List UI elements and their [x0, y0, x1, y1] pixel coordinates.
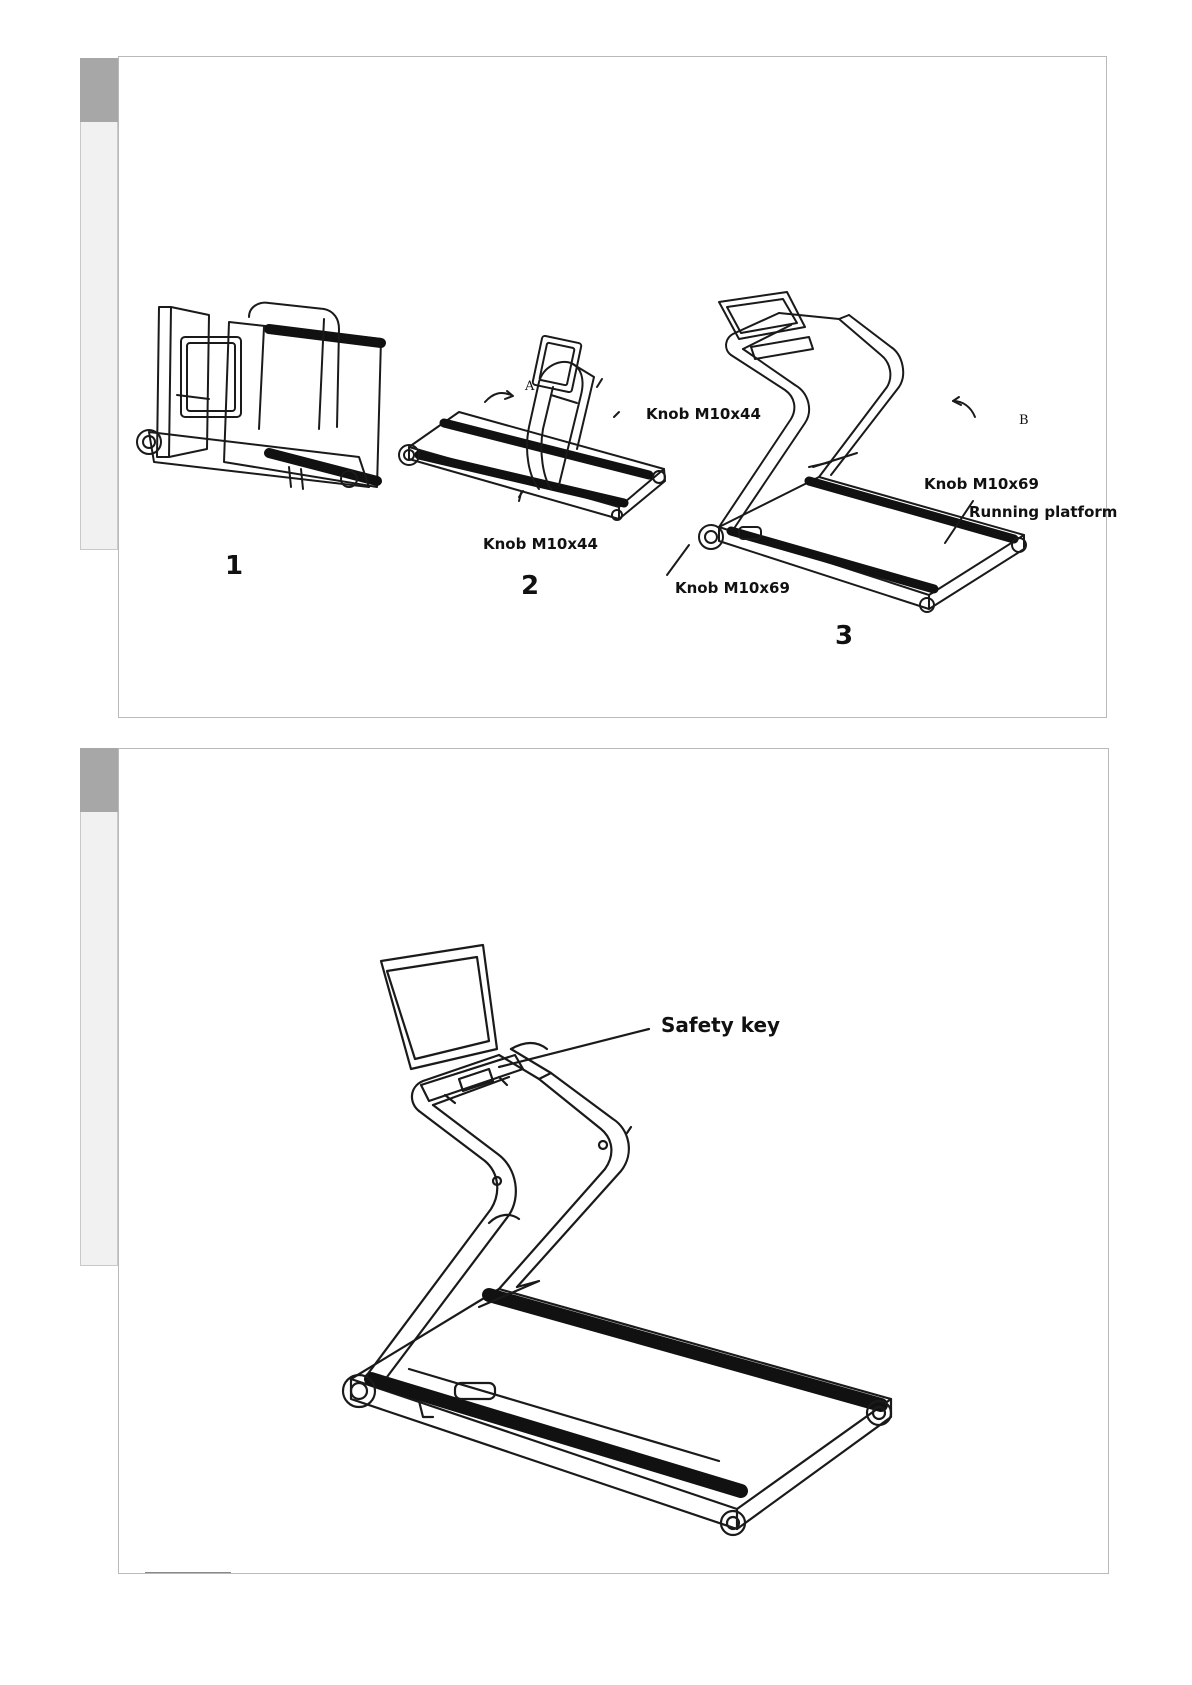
treadmill-steps-illustration [119, 57, 1108, 719]
treadmill-safety-key-illustration [119, 749, 1110, 1575]
label-knob-m10x44-top: Knob M10x44 [646, 405, 761, 423]
safety-key-panel: Safety key [118, 748, 1109, 1574]
section-sidebar-top [80, 122, 118, 550]
step-number-2: 2 [521, 571, 539, 601]
treadmill-folded [137, 303, 381, 489]
footer-rule [145, 1572, 231, 1573]
label-safety-key: Safety key [661, 1013, 780, 1037]
section-sidebar-bottom [80, 812, 118, 1266]
treadmill-unfolding [399, 335, 665, 520]
section-tab-top [80, 58, 118, 122]
step-number-3: 3 [835, 621, 853, 651]
leader-knob-m10x44-top [597, 379, 602, 387]
treadmill-unfolded [699, 292, 1026, 612]
step-number-1: 1 [225, 551, 243, 581]
label-knob-m10x69-bottom: Knob M10x69 [675, 579, 790, 597]
arrow-letter-b: B [1019, 413, 1029, 428]
assembly-steps-panel: A B Knob M10x44 Knob M10x44 Knob M10x69 … [118, 56, 1107, 718]
label-knob-m10x69-top: Knob M10x69 [924, 475, 1039, 493]
label-knob-m10x44-bottom: Knob M10x44 [483, 535, 598, 553]
arrow-letter-a: A [525, 379, 534, 394]
section-tab-bottom [80, 748, 118, 812]
label-running-platform: Running platform [969, 503, 1117, 521]
leader-knob-m10x69-bottom [667, 545, 689, 575]
leader-safety-key [499, 1029, 649, 1067]
